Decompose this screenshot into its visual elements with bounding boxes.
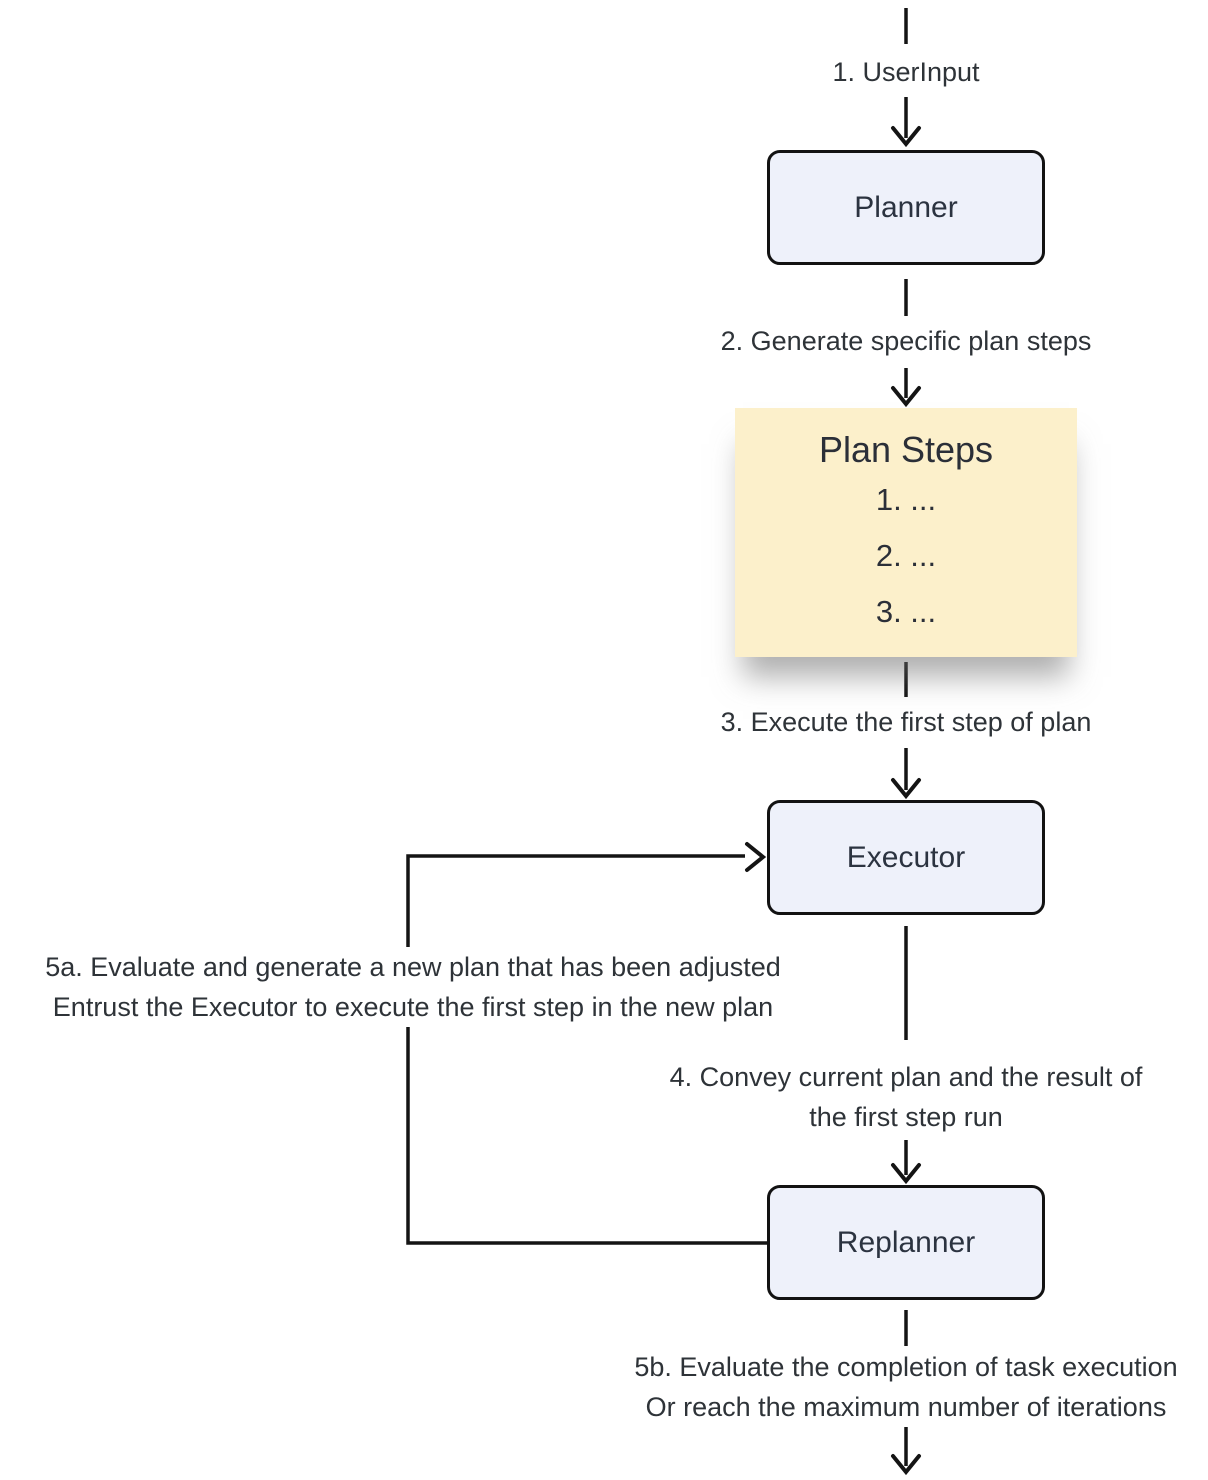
arrowhead-executor bbox=[891, 778, 921, 800]
arrowhead-loop-executor bbox=[745, 842, 767, 872]
arrowhead-replanner bbox=[891, 1163, 921, 1185]
plan-steps-node: Plan Steps 1. ... 2. ... 3. ... bbox=[735, 408, 1077, 657]
edge-label-replan-loop: 5a. Evaluate and generate a new plan tha… bbox=[41, 947, 785, 1027]
planner-node: Planner bbox=[767, 150, 1045, 265]
planner-label: Planner bbox=[854, 190, 958, 224]
edge-label-convey-result: 4. Convey current plan and the result of… bbox=[670, 1057, 1143, 1137]
edge-label-generate-plan: 2. Generate specific plan steps bbox=[720, 326, 1092, 356]
replanner-label: Replanner bbox=[836, 1225, 976, 1259]
edge-replan-loop bbox=[406, 854, 767, 1245]
edge-label-replan-loop-line2: Entrust the Executor to execute the firs… bbox=[52, 992, 774, 1022]
plan-step-item: 2. ... bbox=[875, 538, 937, 573]
edge-label-evaluate-completion-line1: 5b. Evaluate the completion of task exec… bbox=[634, 1352, 1178, 1382]
replanner-node: Replanner bbox=[767, 1185, 1045, 1300]
plan-step-item: 1. ... bbox=[875, 482, 937, 517]
plan-steps-title: Plan Steps bbox=[818, 429, 994, 470]
edge-label-evaluate-completion: 5b. Evaluate the completion of task exec… bbox=[634, 1347, 1177, 1427]
plan-step-item: 3. ... bbox=[875, 594, 937, 629]
edge-label-convey-result-line2: the first step run bbox=[809, 1102, 1003, 1132]
edge-label-evaluate-completion-line2: Or reach the maximum number of iteration… bbox=[645, 1392, 1167, 1422]
arrowhead-bottom bbox=[891, 1454, 921, 1476]
arrowhead-planner bbox=[891, 126, 921, 148]
edge-label-convey-result-line1: 4. Convey current plan and the result of bbox=[669, 1062, 1143, 1092]
edge-label-userinput: 1. UserInput bbox=[832, 57, 980, 87]
arrowhead-plansteps bbox=[891, 386, 921, 408]
edge-label-replan-loop-line1: 5a. Evaluate and generate a new plan tha… bbox=[45, 952, 781, 982]
executor-label: Executor bbox=[846, 840, 966, 874]
edge-label-execute-first-step: 3. Execute the first step of plan bbox=[720, 707, 1092, 737]
executor-node: Executor bbox=[767, 800, 1045, 915]
